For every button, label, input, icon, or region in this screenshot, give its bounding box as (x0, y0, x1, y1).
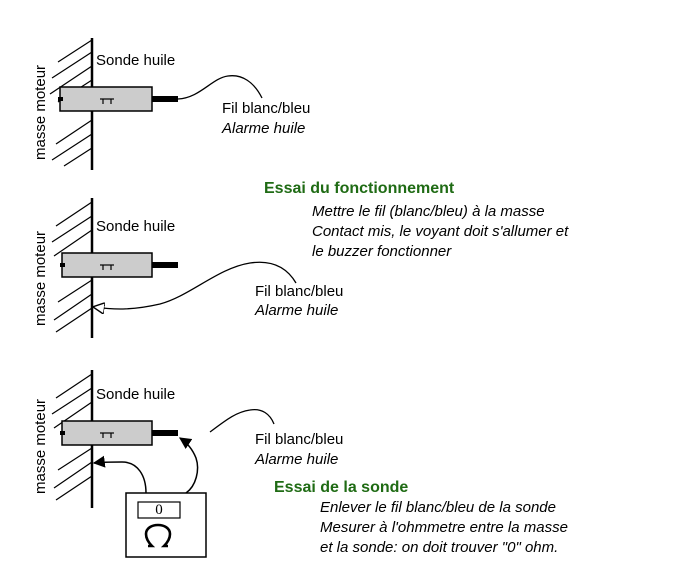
ohmmeter-lead-to-probe (179, 437, 199, 494)
panel1-oil-probe (58, 86, 178, 112)
panel2-wire-sublabel: Alarme huile (255, 302, 339, 319)
panel1-wire-label: Fil blanc/bleu (222, 100, 311, 117)
panel2-oil-probe (60, 252, 178, 278)
ohmmeter-lead-to-ground (92, 455, 147, 494)
panel2-instruction-line: le buzzer fonctionner (312, 243, 452, 260)
panel3-wire-label: Fil blanc/bleu (255, 431, 344, 448)
ohm-symbol-icon (144, 523, 172, 548)
panel1-wall-label: masse moteur (32, 64, 49, 160)
ohmmeter-reading: 0 (155, 502, 163, 518)
panel2-wire-to-ground (94, 261, 297, 309)
panel2-wire-label: Fil blanc/bleu (255, 283, 344, 300)
ohmmeter (125, 492, 207, 558)
panel3-heading: Essai de la sonde (274, 479, 409, 496)
panel3-instruction-line: et la sonde: on doit trouver "0" ohm. (320, 539, 559, 556)
panel1-wire (177, 75, 263, 100)
panel3-disconnected-wire (209, 408, 275, 433)
panel3-oil-probe (60, 420, 178, 446)
panel2-wall-label: masse moteur (32, 230, 49, 326)
panel1-wire-sublabel: Alarme huile (222, 120, 306, 137)
panel3-wire-sublabel: Alarme huile (255, 451, 339, 468)
panel2-instruction-line: Mettre le fil (blanc/bleu) à la masse (312, 203, 545, 220)
panel3-probe-label: Sonde huile (96, 386, 176, 403)
panel2-probe-label: Sonde huile (96, 218, 176, 235)
panel3-wall-label: masse moteur (32, 398, 49, 494)
panel3-instruction-line: Enlever le fil blanc/bleu de la sonde (320, 499, 556, 516)
panel2-heading: Essai du fonctionnement (264, 180, 455, 197)
panel3-instruction-line: Mesurer à l'ohmmetre entre la masse (320, 519, 568, 536)
panel2-instruction-line: Contact mis, le voyant doit s'allumer et (312, 223, 569, 240)
panel1-probe-label: Sonde huile (96, 52, 176, 69)
